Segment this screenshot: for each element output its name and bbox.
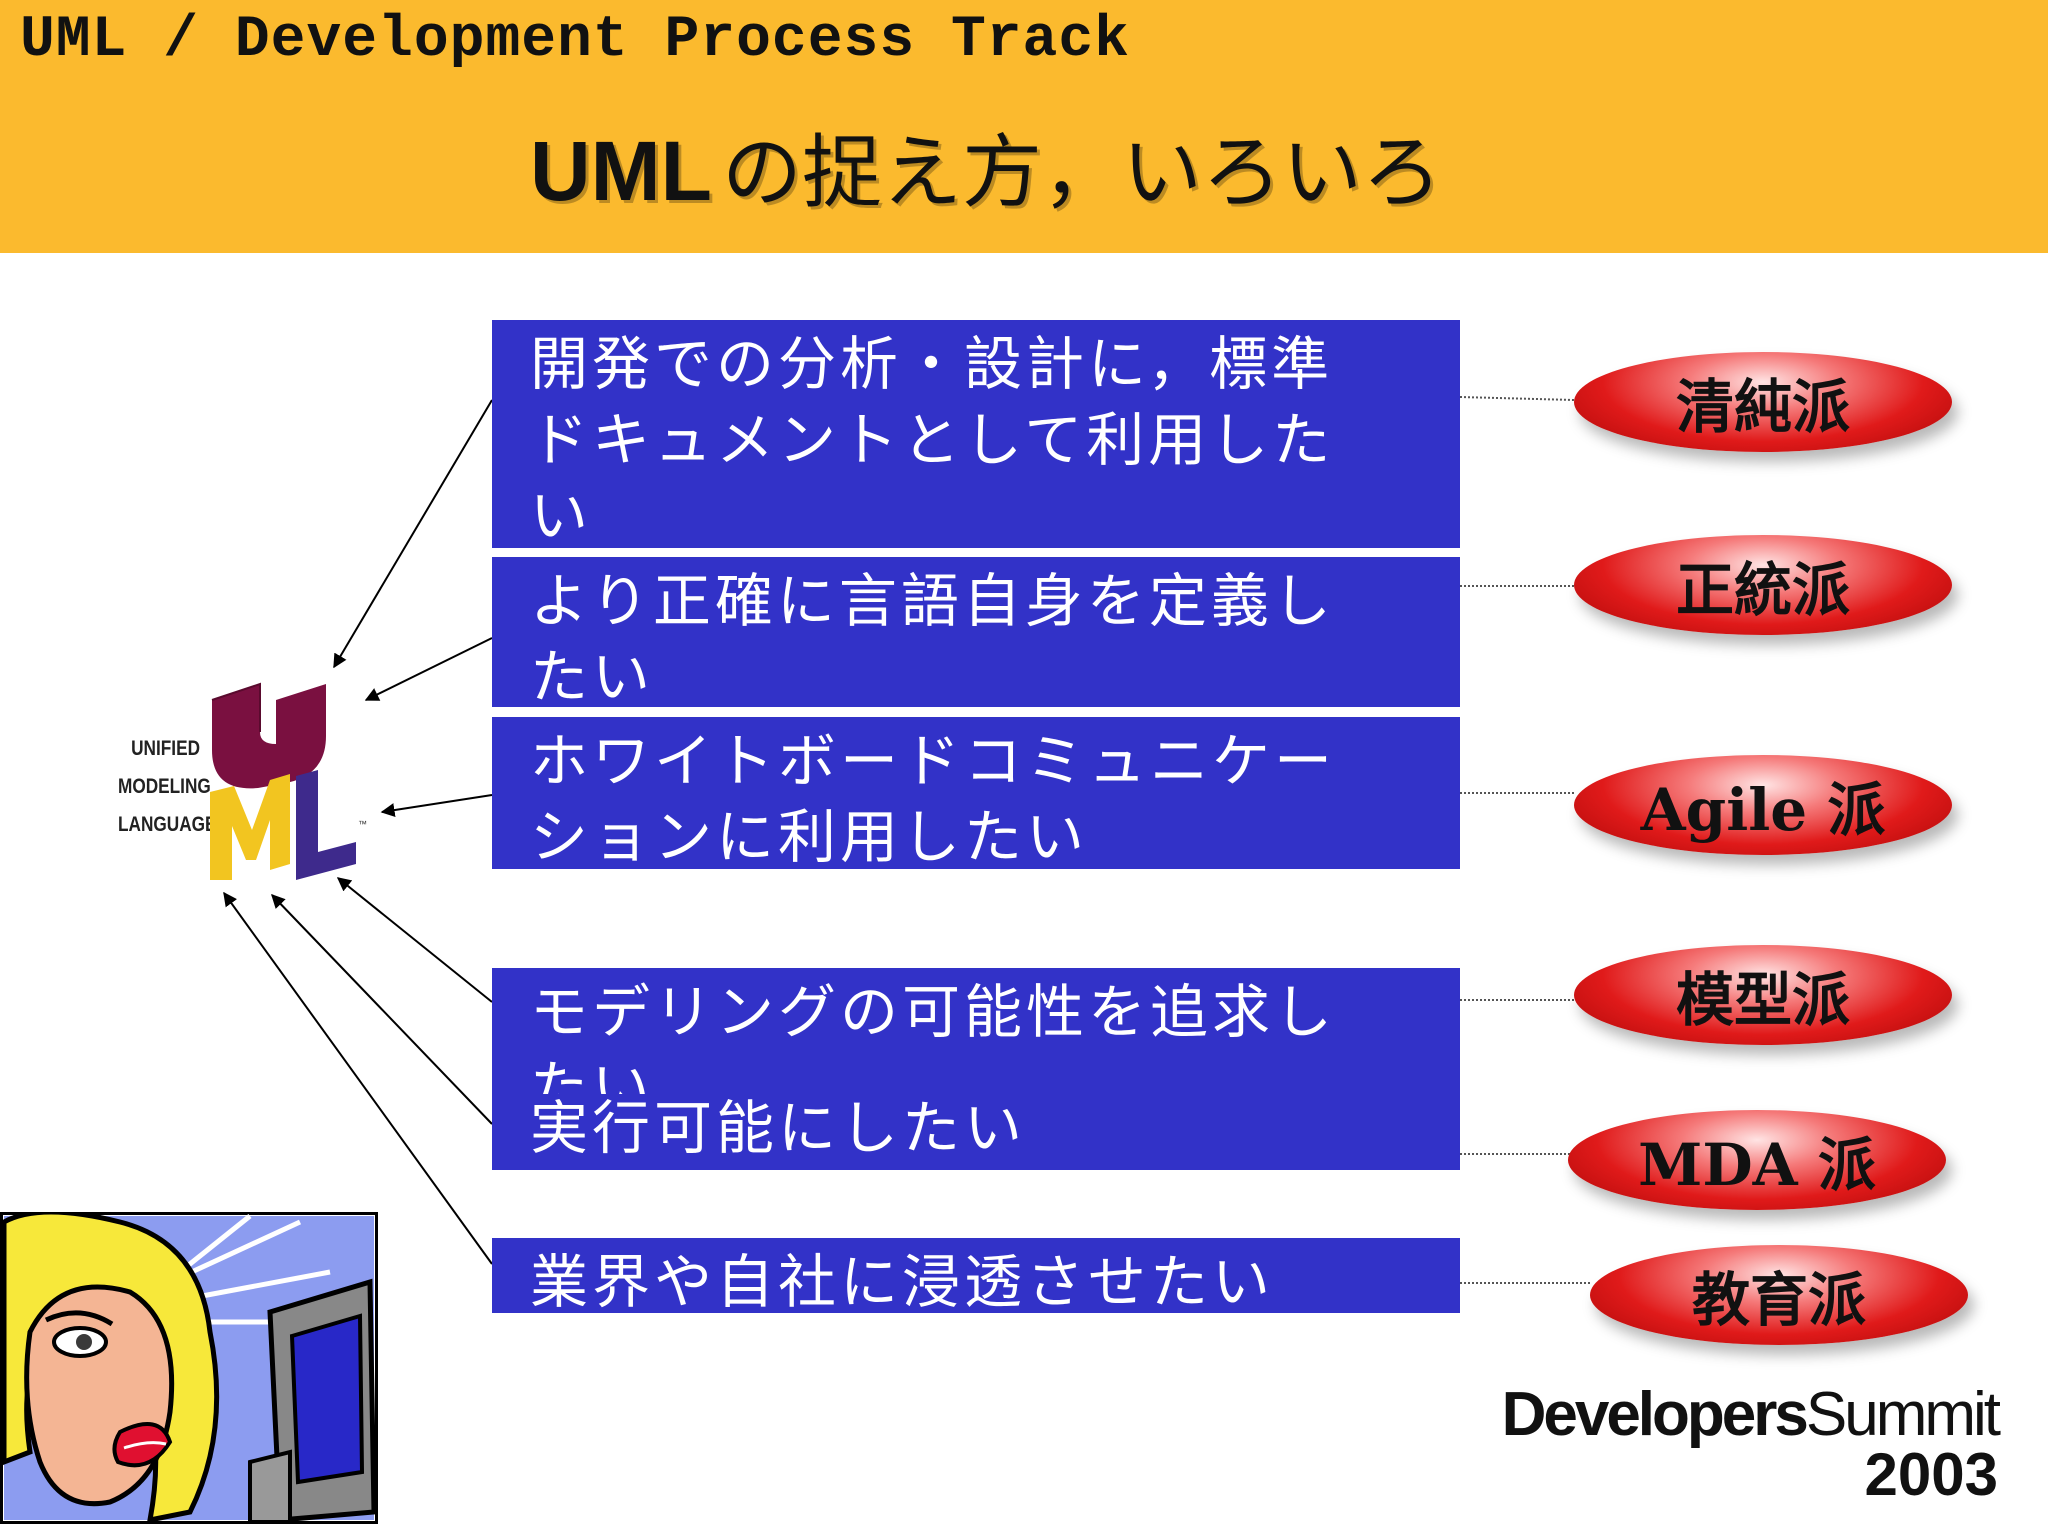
brand-light: Summit <box>1805 1380 2001 1449</box>
school-seijun: 清純派 <box>1574 352 1952 452</box>
box-whiteboard: ホワイトボードコミュニケー ションに利用したい <box>492 717 1460 869</box>
svg-text:™: ™ <box>358 819 367 829</box>
track-label: UML / Development Process Track <box>20 8 1130 73</box>
arrow-4 <box>336 877 493 1003</box>
box-line: たい <box>530 643 655 707</box>
arrow-3 <box>380 794 493 817</box>
school-kyoiku: 教育派 <box>1590 1245 1968 1345</box>
uml-logo-text: UNIFIED MODELING LANGUAGE <box>118 737 217 836</box>
box-line: ションに利用したい <box>530 803 1089 869</box>
box-define-language: より正確に言語自身を定義し たい <box>492 557 1460 707</box>
cartoon-woman-computer <box>0 1212 378 1524</box>
brand-bold: Developers <box>1501 1380 1809 1449</box>
school-mda: MDA 派 <box>1568 1110 1946 1210</box>
developers-summit-logo: DevelopersSummit 2003 <box>1488 1380 2001 1508</box>
box-spread-industry: 業界や自社に浸透させたい <box>492 1238 1460 1313</box>
arrow-1 <box>333 399 493 669</box>
box-line: 実行可能にしたい <box>530 1094 1027 1162</box>
school-mokei: 模型派 <box>1574 945 1952 1045</box>
arrow-2 <box>364 637 493 701</box>
box-line: たい <box>530 1054 655 1094</box>
box-modeling-executable: モデリングの可能性を追求し たい 実行可能にしたい <box>492 968 1460 1170</box>
arrow-5 <box>271 893 493 1125</box>
title-rest: の捉え方，いろいろ <box>721 126 1442 219</box>
brand-year: 2003 <box>1864 1441 1998 1508</box>
uml-logo-mark: ™ <box>210 682 367 880</box>
school-seito: 正統派 <box>1574 535 1952 635</box>
box-line: い <box>530 482 593 548</box>
uml-logo: UNIFIED MODELING LANGUAGE ™ <box>100 680 380 880</box>
box-line: 開発での分析・設計に，標準 <box>530 330 1334 398</box>
arrow-6 <box>223 891 493 1265</box>
box-line: ドキュメントとして利用した <box>530 406 1335 474</box>
dotted-link-1 <box>1459 396 1575 401</box>
box-line: ホワイトボードコミュニケー <box>530 727 1337 795</box>
school-agile: Agile 派 <box>1574 755 1952 855</box>
box-line: モデリングの可能性を追求し <box>530 978 1337 1046</box>
box-line: 業界や自社に浸透させたい <box>530 1248 1275 1313</box>
box-line: より正確に言語自身を定義し <box>530 567 1335 635</box>
title-uml: UML <box>530 124 712 218</box>
box-standard-doc: 開発での分析・設計に，標準 ドキュメントとして利用した い <box>492 320 1460 548</box>
